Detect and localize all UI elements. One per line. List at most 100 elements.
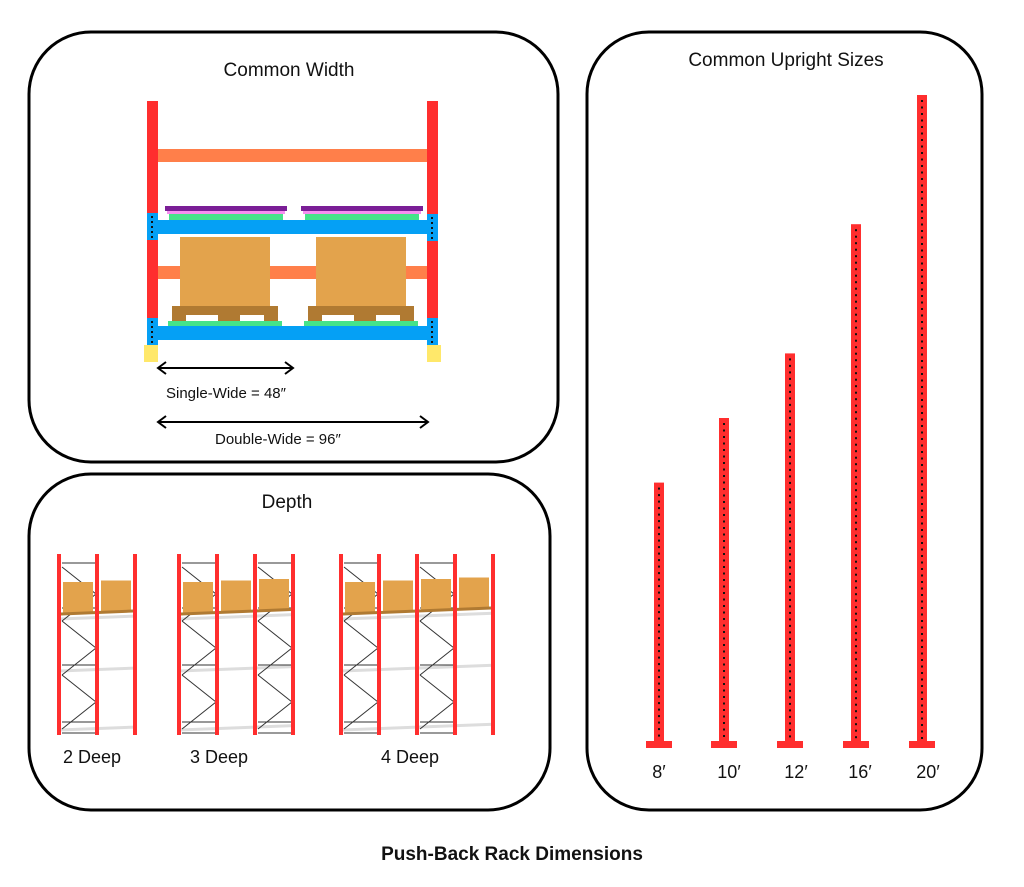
upright-hole — [789, 403, 791, 406]
connector-hole — [431, 331, 433, 333]
upright-hole — [921, 444, 923, 447]
upright-hole — [789, 728, 791, 731]
upright-hole — [855, 664, 857, 667]
upright-hole — [855, 352, 857, 355]
upright-hole — [855, 703, 857, 706]
upright-hole — [855, 723, 857, 726]
upright-20ft — [909, 95, 935, 748]
upright-16ft — [843, 224, 869, 748]
cart-deck — [305, 214, 419, 220]
upright-hole — [789, 475, 791, 478]
pallet-box — [63, 582, 93, 614]
upright-hole — [855, 736, 857, 739]
upright-hole — [921, 464, 923, 466]
upright-size-label: 8′ — [652, 762, 666, 782]
upright-hole — [921, 665, 923, 668]
upright-hole — [921, 256, 923, 258]
upright-hole — [921, 685, 923, 687]
frame-diagonal — [61, 647, 97, 676]
upright-hole — [723, 423, 725, 425]
upright-hole — [921, 542, 923, 544]
upright-hole — [921, 470, 923, 473]
upright-hole — [921, 158, 923, 161]
connector-hole — [431, 232, 433, 234]
pallet-deck — [180, 608, 292, 616]
upright-hole — [789, 631, 791, 634]
upright-hole — [789, 410, 791, 413]
upright-hole — [855, 645, 857, 648]
upright-hole — [855, 632, 857, 635]
upright-hole — [658, 533, 660, 536]
upright-hole — [921, 509, 923, 512]
upright-hole — [921, 106, 923, 109]
common-width-rack — [144, 101, 441, 362]
upright-hole — [723, 579, 725, 581]
upright-hole — [658, 513, 660, 516]
common-width-title: Common Width — [224, 60, 355, 81]
upright-hole — [921, 477, 923, 479]
upright-hole — [789, 429, 791, 432]
upright-hole — [723, 735, 725, 737]
upright-hole — [855, 528, 857, 531]
depth-config-3 — [177, 554, 295, 735]
upright-hole — [921, 399, 923, 401]
upright-hole — [921, 678, 923, 681]
upright-hole — [921, 223, 923, 226]
upright-hole — [789, 371, 791, 374]
upright-hole — [921, 503, 923, 505]
pallet-block — [354, 315, 376, 321]
upright-hole — [855, 469, 857, 472]
upright-hole — [855, 404, 857, 407]
single-wide-label: Single-Wide = 48″ — [166, 385, 287, 402]
upright-hole — [855, 482, 857, 485]
upright-hole — [789, 494, 791, 497]
upright-hole — [855, 229, 857, 232]
pallet-box — [180, 237, 270, 306]
depth-label: 4 Deep — [381, 747, 439, 767]
upright-hole — [789, 423, 791, 426]
upright-hole — [789, 702, 791, 705]
upright-hole — [921, 132, 923, 135]
upright-hole — [855, 378, 857, 381]
upright-hole — [921, 633, 923, 635]
upright-hole — [658, 591, 660, 594]
upright-hole — [855, 437, 857, 440]
upright-hole — [921, 152, 923, 154]
upright-hole — [723, 501, 725, 503]
upright-hole — [921, 288, 923, 291]
upright-hole — [658, 487, 660, 490]
upright-hole — [921, 405, 923, 408]
frame-diagonal — [61, 701, 97, 730]
upright-hole — [921, 197, 923, 200]
upright-hole — [921, 613, 923, 616]
upright-hole — [855, 606, 857, 609]
upright-hole — [855, 235, 857, 238]
upright-hole — [921, 730, 923, 733]
upright-hole — [789, 585, 791, 588]
upright-hole — [921, 457, 923, 460]
upright-hole — [789, 468, 791, 471]
connector-hole — [151, 331, 153, 333]
upright-hole — [921, 626, 923, 629]
upright-hole — [723, 728, 725, 731]
upright-hole — [855, 541, 857, 544]
upright-hole — [789, 709, 791, 712]
upright-hole — [723, 689, 725, 692]
upright-hole — [921, 698, 923, 700]
upright-hole — [921, 496, 923, 499]
upright-hole — [921, 126, 923, 128]
upright-8ft — [646, 482, 672, 748]
upright-hole — [658, 604, 660, 607]
upright-hole — [658, 650, 660, 653]
connector-hole — [431, 217, 433, 219]
upright-hole — [723, 546, 725, 549]
upright-hole — [789, 416, 791, 419]
upright-hole — [921, 178, 923, 180]
upright-hole — [723, 559, 725, 562]
pallet-block — [218, 315, 240, 321]
upright-hole — [921, 204, 923, 206]
upright-hole — [921, 587, 923, 590]
upright-hole — [921, 620, 923, 622]
upright-hole — [723, 462, 725, 464]
upright-hole — [921, 548, 923, 551]
